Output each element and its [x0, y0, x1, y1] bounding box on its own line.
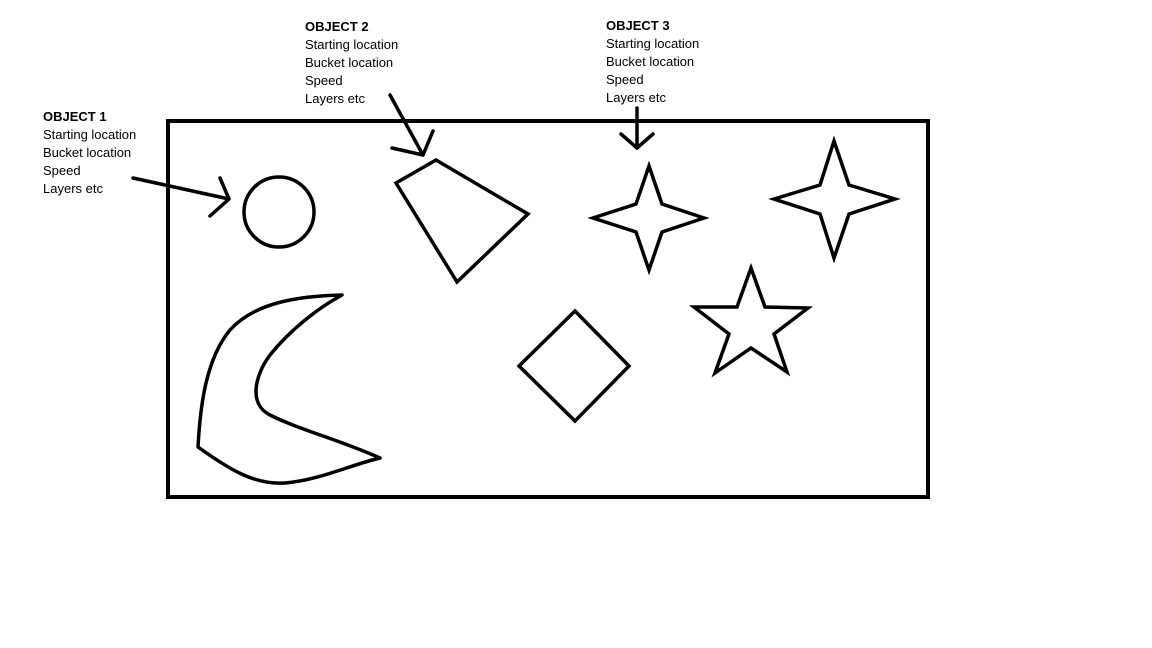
trapezoid-shape — [393, 157, 531, 285]
object-3-line: Speed — [606, 72, 644, 87]
arrow-object-1 — [131, 176, 231, 218]
object-2-annotation: OBJECT 2 Starting location Bucket locati… — [305, 18, 398, 108]
circle-shape — [242, 175, 316, 249]
arrow-object-2 — [388, 93, 435, 157]
object-3-line: Layers etc — [606, 90, 666, 105]
four-point-star-shape — [587, 160, 710, 276]
object-2-line: Bucket location — [305, 55, 394, 70]
object-1-line: Bucket location — [43, 145, 132, 160]
object-3-annotation: OBJECT 3 Starting location Bucket locati… — [606, 17, 699, 107]
diamond-shape — [516, 308, 632, 424]
crescent-shape — [196, 293, 382, 485]
object-1-title: OBJECT 1 — [43, 109, 107, 124]
container-frame — [166, 119, 930, 499]
object-3-line: Bucket location — [606, 54, 695, 69]
object-1-annotation: OBJECT 1 Starting location Bucket locati… — [43, 108, 136, 198]
object-2-line: Speed — [305, 73, 343, 88]
four-point-star-shape-right — [768, 135, 901, 264]
object-1-line: Layers etc — [43, 181, 103, 196]
object-3-line: Starting location — [606, 36, 700, 51]
object-2-line: Starting location — [305, 37, 399, 52]
object-2-line: Layers etc — [305, 91, 365, 106]
arrow-object-3 — [619, 106, 655, 150]
object-1-line: Speed — [43, 163, 81, 178]
object-2-title: OBJECT 2 — [305, 19, 369, 34]
object-1-line: Starting location — [43, 127, 137, 142]
object-3-title: OBJECT 3 — [606, 18, 670, 33]
five-point-star-shape — [688, 262, 814, 378]
